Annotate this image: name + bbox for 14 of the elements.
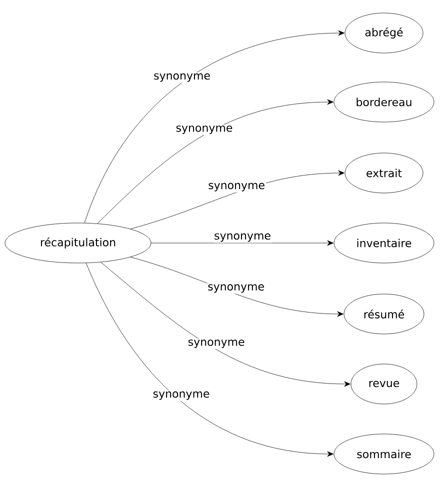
edge-label: synonyme <box>152 390 211 401</box>
arrow <box>97 99 334 224</box>
edge-label: synonyme <box>207 182 266 192</box>
edge-label: synonyme <box>174 124 234 136</box>
arrow <box>151 240 334 246</box>
edge-label: synonyme <box>186 338 246 350</box>
arrow <box>86 262 334 457</box>
arrow <box>130 256 344 317</box>
edge-label: synonyme <box>206 283 266 294</box>
arrow <box>100 262 350 387</box>
edge-label: synonyme <box>213 232 272 243</box>
arrow <box>130 170 344 230</box>
edge-label: synonyme <box>152 72 212 83</box>
arrow <box>84 30 344 224</box>
